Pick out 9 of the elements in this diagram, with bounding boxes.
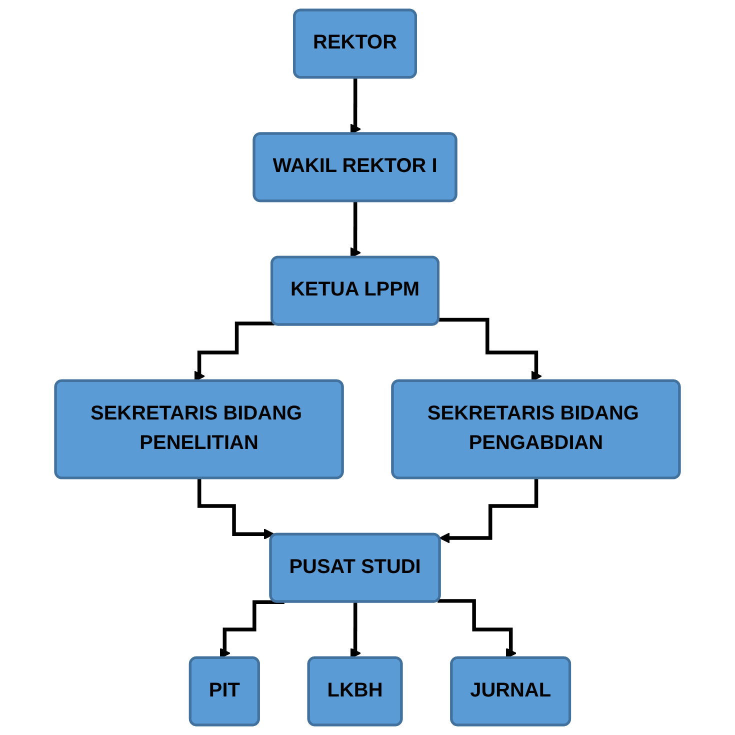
arrow xyxy=(219,600,284,659)
arrow xyxy=(350,200,362,258)
arrow xyxy=(350,76,362,135)
arrow xyxy=(439,476,538,544)
arrow xyxy=(197,476,274,540)
arrow xyxy=(438,599,517,659)
arrow xyxy=(350,600,362,659)
arrow xyxy=(438,318,542,382)
arrow xyxy=(194,322,275,382)
